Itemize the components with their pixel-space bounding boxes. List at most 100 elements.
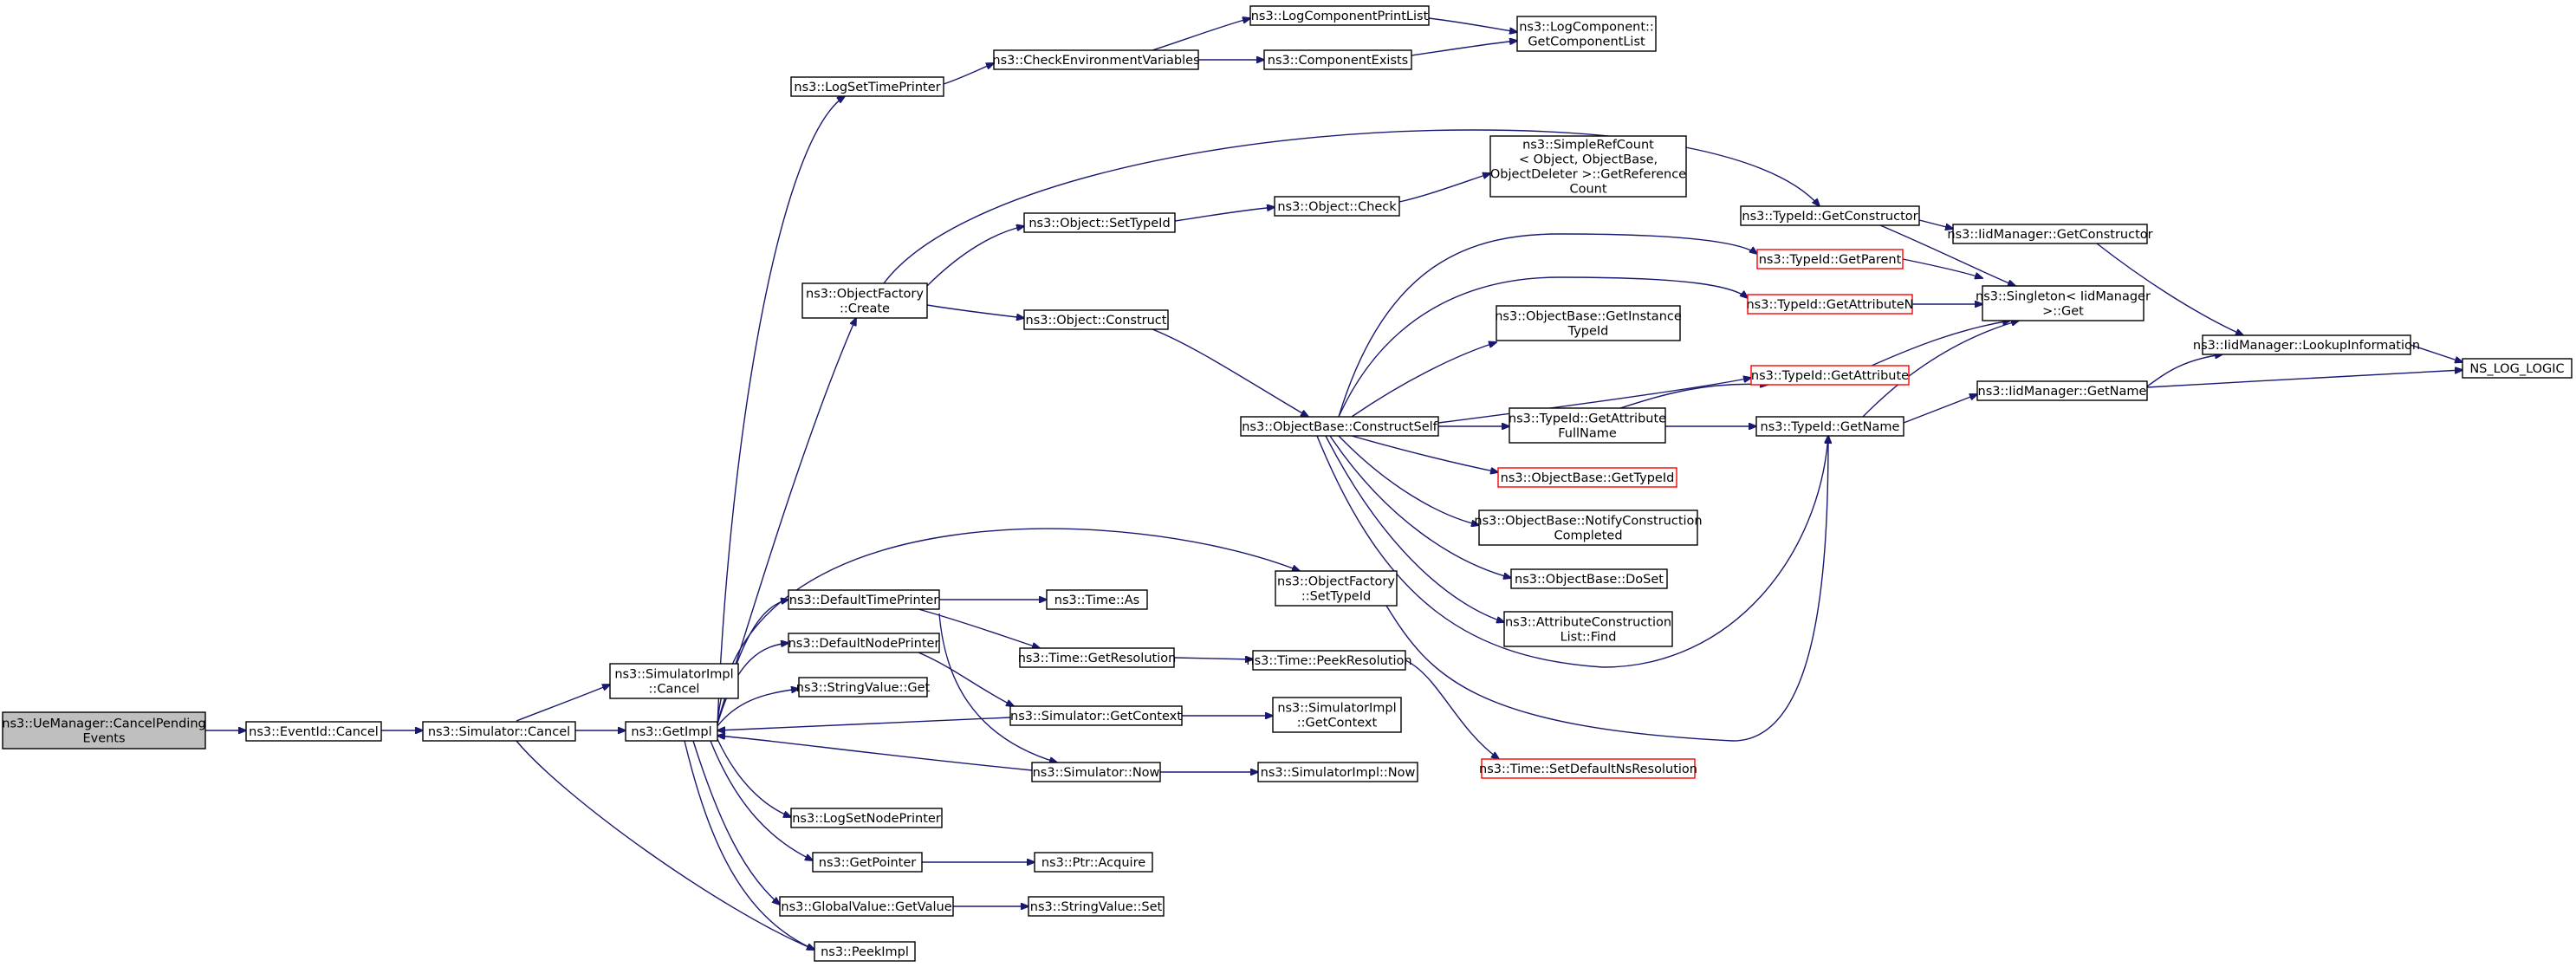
node-simulatorimpl-cancel[interactable]: ns3::SimulatorImpl::Cancel [609, 663, 739, 699]
node-simulatorimpl-getcontext[interactable]: ns3::SimulatorImpl::GetContext [1272, 697, 1402, 733]
node-box [1046, 589, 1148, 610]
node-iidmanager-getname[interactable]: ns3::IidManager::GetName [1976, 380, 2148, 401]
node-ns-log-logic[interactable]: NS_LOG_LOGIC [2462, 358, 2573, 379]
call-edge [1338, 233, 1757, 418]
node-objectbase-gettypeid[interactable]: ns3::ObjectBase::GetTypeId [1497, 467, 1677, 488]
node-label: ::Create [840, 302, 890, 316]
call-edge [1902, 258, 1982, 278]
node-checkenv[interactable]: ns3::CheckEnvironmentVariables [992, 49, 1200, 70]
node-label: ns3::Time::As [1054, 594, 1139, 607]
call-edge [717, 96, 845, 726]
node-object-settypeid[interactable]: ns3::Object::SetTypeId [1023, 212, 1176, 233]
node-objectfactory-create[interactable]: ns3::ObjectFactory::Create [801, 282, 928, 319]
node-box [1023, 212, 1176, 233]
node-box [788, 589, 940, 610]
node-simulator-getcontext[interactable]: ns3::Simulator::GetContext [1009, 705, 1183, 726]
node-time-getresolution[interactable]: ns3::Time::GetResolution [1018, 647, 1177, 668]
node-stringvalue-set[interactable]: ns3::StringValue::Set [1028, 896, 1165, 917]
node-logsettimeprinter[interactable]: ns3::LogSetTimePrinter [790, 76, 944, 97]
node-box [1740, 205, 1920, 226]
node-notifyconstructioncompleted[interactable]: ns3::ObjectBase::NotifyConstructionCompl… [1474, 509, 1703, 546]
node-box [788, 633, 940, 653]
node-eventid-cancel[interactable]: ns3::EventId::Cancel [245, 721, 382, 742]
node-logcomponentprintlist[interactable]: ns3::LogComponentPrintList [1249, 5, 1430, 26]
node-label: ns3::SimpleRefCount [1522, 139, 1654, 153]
node-box [609, 663, 739, 699]
call-edge [2096, 243, 2243, 335]
node-object-check[interactable]: ns3::Object::Check [1274, 196, 1400, 217]
node-logsetnodeprinter[interactable]: ns3::LogSetNodePrinter [790, 808, 943, 828]
call-edge [1428, 17, 1517, 32]
node-setdefaultnsresolution[interactable]: ns3::Time::SetDefaultNsResolution [1479, 758, 1697, 779]
call-edge [938, 613, 1057, 763]
node-typeid-getattributen[interactable]: ns3::TypeId::GetAttributeN [1746, 294, 1914, 315]
node-typeid-getattribute[interactable]: ns3::TypeId::GetAttribute [1750, 365, 1910, 386]
node-box [1019, 647, 1175, 668]
node-box [625, 721, 718, 742]
call-edge [1405, 659, 1499, 759]
call-edge [717, 643, 788, 725]
node-label: ns3::StringValue::Set [1030, 900, 1163, 914]
node-defaulttimeprinter[interactable]: ns3::DefaultTimePrinter [788, 589, 940, 610]
node-box [801, 282, 928, 319]
node-getcomponentlist[interactable]: ns3::LogComponent::GetComponentList [1516, 16, 1657, 52]
call-edge [1351, 342, 1496, 418]
node-objectbase-doset[interactable]: ns3::ObjectBase::DoSet [1510, 568, 1668, 589]
node-label: ns3::Object::SetTypeId [1028, 217, 1170, 230]
node-label: List::Find [1561, 631, 1617, 645]
node-box [1249, 5, 1430, 26]
node-label: < Object, ObjectBase, [1519, 153, 1658, 167]
node-globalvalue-getvalue[interactable]: ns3::GlobalValue::GetValue [779, 896, 954, 917]
node-simulatorimpl-now[interactable]: ns3::SimulatorImpl::Now [1257, 762, 1418, 782]
call-edge [943, 63, 994, 85]
node-label: FullName [1558, 427, 1617, 441]
node-time-peekresolution[interactable]: ns3::Time::PeekResolution [1246, 650, 1412, 671]
node-label: >::Get [2042, 305, 2084, 319]
node-iidmanager-getconstructor[interactable]: ns3::IidManager::GetConstructor [1947, 224, 2153, 244]
node-ptr-acquire[interactable]: ns3::Ptr::Acquire [1034, 852, 1153, 873]
node-label: ns3::LogComponent:: [1519, 21, 1654, 35]
call-edge [883, 129, 1820, 284]
node-singleton-get[interactable]: ns3::Singleton< IidManager>::Get [1976, 285, 2151, 321]
node-box [1263, 49, 1412, 70]
node-box [993, 49, 1199, 70]
node-typeid-getconstructor[interactable]: ns3::TypeId::GetConstructor [1740, 205, 1920, 226]
node-box [1510, 568, 1668, 589]
node-label: ns3::Object::Check [1277, 200, 1397, 214]
node-stringvalue-get[interactable]: ns3::StringValue::Get [796, 677, 931, 698]
node-simulator-cancel[interactable]: ns3::Simulator::Cancel [422, 721, 576, 742]
node-box [790, 76, 944, 97]
node-objectfactory-settypeid[interactable]: ns3::ObjectFactory::SetTypeId [1275, 570, 1398, 607]
call-edge [2146, 354, 2222, 387]
node-object-construct[interactable]: ns3::Object::Construct [1023, 309, 1169, 330]
node-typeid-getname[interactable]: ns3::TypeId::GetName [1755, 416, 1904, 437]
node-typeid-getparent[interactable]: ns3::TypeId::GetParent [1756, 249, 1904, 269]
node-getimpl[interactable]: ns3::GetImpl [625, 721, 718, 742]
node-simulator-now[interactable]: ns3::Simulator::Now [1031, 762, 1161, 782]
call-edge [1437, 378, 1751, 424]
node-label: ns3::PeekImpl [821, 945, 909, 959]
node-lookupinformation[interactable]: ns3::IidManager::LookupInformation [2193, 334, 2420, 355]
node-label: ns3::Time::PeekResolution [1246, 654, 1411, 668]
node-peekimpl[interactable]: ns3::PeekImpl [814, 941, 916, 962]
node-simplerefcount[interactable]: ns3::SimpleRefCount< Object, ObjectBase,… [1489, 135, 1687, 198]
call-edge [1338, 276, 1748, 418]
node-componentexists[interactable]: ns3::ComponentExists [1263, 49, 1412, 70]
node-label: ns3::TypeId::GetName [1761, 420, 1900, 434]
node-getpointer[interactable]: ns3::GetPointer [812, 852, 923, 873]
node-label: NS_LOG_LOGIC [2469, 362, 2564, 376]
node-label: ns3::ObjectBase::GetTypeId [1501, 471, 1675, 485]
node-time-as[interactable]: ns3::Time::As [1046, 589, 1148, 610]
node-label: ns3::Object::Construct [1026, 314, 1167, 328]
node-box [1756, 249, 1904, 269]
node-box [1496, 305, 1681, 341]
node-label: ::GetContext [1297, 717, 1378, 730]
node-defaultnodeprinter[interactable]: ns3::DefaultNodePrinter [788, 633, 940, 653]
node-constructself[interactable]: ns3::ObjectBase::ConstructSelf [1240, 416, 1439, 437]
